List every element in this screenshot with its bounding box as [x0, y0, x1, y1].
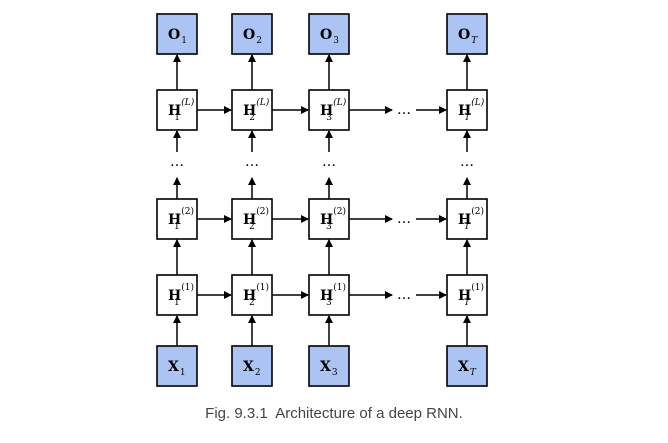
input-label-4: XT [458, 359, 477, 378]
horizontal-ellipsis-h1: … [397, 287, 411, 303]
output-node-3-box [308, 13, 350, 55]
input-node-4: XT [446, 345, 488, 387]
hidden-node-layer2-1-box [156, 198, 198, 240]
output-node-4-box [446, 13, 488, 55]
input-node-1-box [156, 345, 198, 387]
hidden-node-layerL-3-box [308, 89, 350, 131]
hidden-label-layer1-2: H(1)2 [243, 282, 269, 308]
hidden-label-layerL-4: H(L)T [458, 97, 485, 123]
hidden-node-layer2-4: H(2)T [446, 198, 488, 240]
hidden-node-layer1-1-box [156, 274, 198, 316]
hidden-node-layer2-2-box [231, 198, 273, 240]
edges-layer [173, 54, 471, 346]
input-node-3: X3 [308, 345, 350, 387]
output-label-4: OT [458, 27, 478, 46]
ellipsis-layer: … … … … … … … [170, 102, 474, 303]
vertical-ellipsis-col4: … [460, 154, 474, 170]
output-label-3: O3 [320, 27, 339, 46]
input-node-2: X2 [231, 345, 273, 387]
hidden-node-layer1-3: H(1)3 [308, 274, 350, 316]
vertical-ellipsis-col1: … [170, 154, 184, 170]
output-node-1-box [156, 13, 198, 55]
input-node-3-box [308, 345, 350, 387]
horizontal-ellipsis-h2: … [397, 211, 411, 227]
output-node-3: O3 [308, 13, 350, 55]
hidden-node-layerL-1-box [156, 89, 198, 131]
hidden-label-layer1-1: H(1)1 [168, 282, 194, 308]
hidden-node-layerL-3: H(L)3 [308, 89, 350, 131]
output-node-1: O1 [156, 13, 198, 55]
hidden-label-layer2-4: H(2)T [458, 206, 484, 232]
hidden-label-layerL-3: H(L)3 [320, 97, 347, 123]
input-node-4-box [446, 345, 488, 387]
input-label-1: X1 [168, 359, 186, 378]
hidden-node-layerL-1: H(L)1 [156, 89, 198, 131]
vertical-ellipsis-col3: … [322, 154, 336, 170]
hidden-node-layer1-2-box [231, 274, 273, 316]
hidden-label-layer2-3: H(2)3 [320, 206, 346, 232]
hidden-node-layer2-2: H(2)2 [231, 198, 273, 240]
input-node-1: X1 [156, 345, 198, 387]
hidden-node-layerL-4: H(L)T [446, 89, 488, 131]
hidden-label-layer2-2: H(2)2 [243, 206, 269, 232]
hidden-node-layer1-4-box [446, 274, 488, 316]
hidden-node-layer1-1: H(1)1 [156, 274, 198, 316]
hidden-node-layer2-3: H(2)3 [308, 198, 350, 240]
input-node-2-box [231, 345, 273, 387]
hidden-label-layerL-2: H(L)2 [243, 97, 270, 123]
horizontal-ellipsis-hL: … [397, 102, 411, 118]
hidden-node-layer1-4: H(1)T [446, 274, 488, 316]
hidden-label-layerL-1: H(L)1 [168, 97, 195, 123]
hidden-node-layer1-3-box [308, 274, 350, 316]
hidden-node-layer2-3-box [308, 198, 350, 240]
hidden-node-layer2-4-box [446, 198, 488, 240]
hidden-label-layer1-3: H(1)3 [320, 282, 346, 308]
output-node-2-box [231, 13, 273, 55]
vertical-ellipsis-col2: … [245, 154, 259, 170]
output-node-4: OT [446, 13, 488, 55]
output-label-1: O1 [168, 27, 187, 46]
hidden-node-layer1-2: H(1)2 [231, 274, 273, 316]
hidden-label-layer2-1: H(2)1 [168, 206, 194, 232]
hidden-node-layerL-4-box [446, 89, 488, 131]
figure-caption: Fig. 9.3.1 Architecture of a deep RNN. [205, 405, 463, 422]
nodes-layer: O1H(L)1H(2)1H(1)1X1 O2H(L)2H(2)2H(1)2X2 O3… [156, 13, 488, 387]
output-label-2: O2 [243, 27, 262, 46]
hidden-label-layer1-4: H(1)T [458, 282, 484, 308]
hidden-node-layer2-1: H(2)1 [156, 198, 198, 240]
hidden-node-layerL-2: H(L)2 [231, 89, 273, 131]
input-label-2: X2 [243, 359, 261, 378]
output-node-2: O2 [231, 13, 273, 55]
input-label-3: X3 [320, 359, 338, 378]
hidden-node-layerL-2-box [231, 89, 273, 131]
